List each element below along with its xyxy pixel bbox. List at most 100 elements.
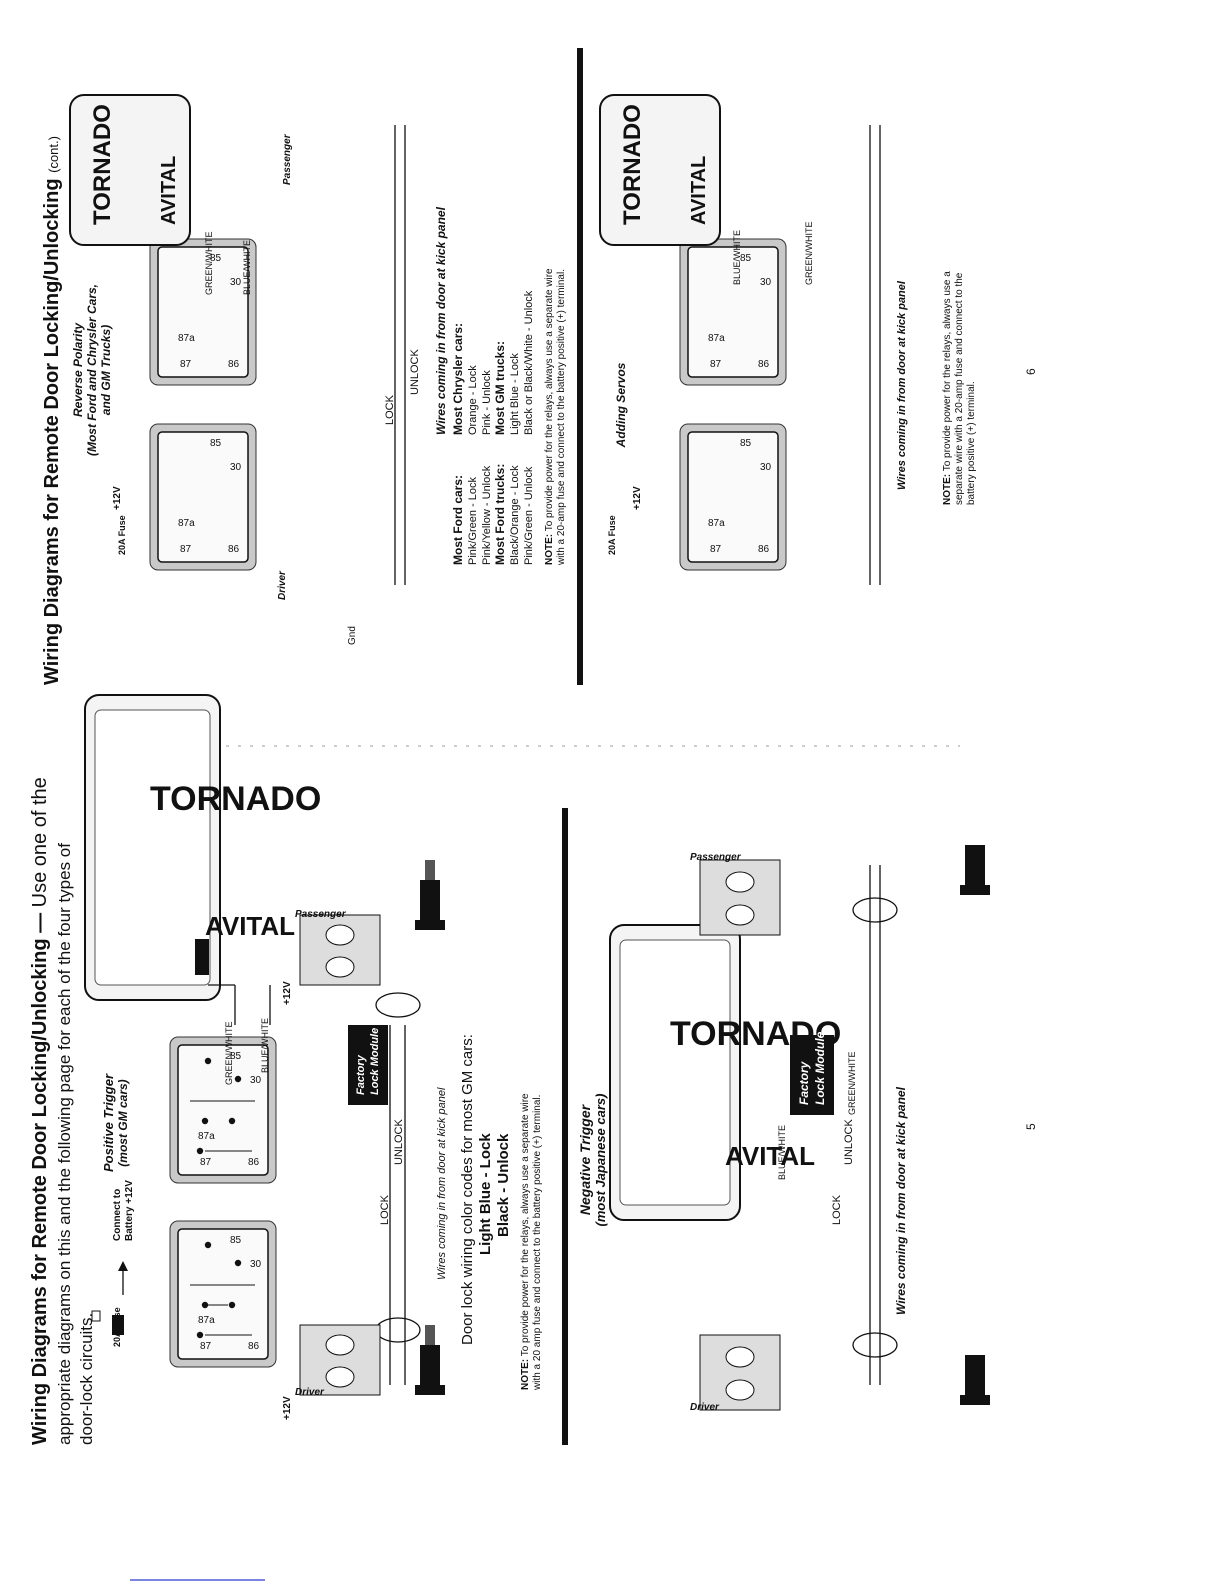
servos-module-maker: AVITAL [688, 156, 710, 225]
servos-note-line-2: separate wire with a 20-amp fuse and con… [954, 272, 965, 505]
right-page-title: Wiring Diagrams for Remote Door Locking/… [41, 178, 63, 685]
module-maker-2: AVITAL [725, 1141, 815, 1171]
positive-trigger-diagram: Positive Trigger (most GM cars) 20A Fuse… [84, 694, 543, 1420]
rp-relay-1-pin-30: 30 [230, 462, 242, 473]
left-intro-line-2: appropriate diagrams on this and the fol… [55, 843, 74, 1445]
driver-label-2: Driver [690, 1402, 720, 1413]
tornado-module: AVITAL TORNADO [84, 694, 321, 1001]
rp-plus12: +12V [112, 486, 123, 510]
wire-blue-white-label: BLUE/WHITE [260, 1018, 270, 1073]
servos-module-product: TORNADO [619, 104, 646, 225]
left-intro-line-1: Use one of the [29, 777, 51, 907]
relay-1-pin-85: 85 [230, 1235, 242, 1246]
rp-code1-3: Most Ford trucks: [493, 464, 507, 565]
wire-green-white-label: GREEN/WHITE [224, 1021, 234, 1085]
rp-code2-5: Black or Black/White - Unlock [523, 290, 535, 435]
factory-lock-module: Factory Lock Module [348, 1025, 388, 1105]
wires-note-2: Wires coming in from door at kick panel [894, 1086, 908, 1315]
rp-relay-2-pin-30: 30 [230, 277, 242, 288]
rp-module-product: TORNADO [89, 104, 116, 225]
rp-relay-1-pin-87: 87 [180, 544, 192, 555]
rp-note-label: NOTE: [544, 534, 555, 565]
relay-1: 87 87a 86 85 30 [169, 1220, 277, 1368]
servos-relay-1-pin-85: 85 [740, 438, 752, 449]
servos-relay-1-pin-87a: 87a [708, 518, 725, 529]
rp-relay-2: 87 87a 86 85 30 [149, 238, 257, 386]
rp-relay-1-pin-87a: 87a [178, 518, 195, 529]
rp-code1-4: Black/Orange - Lock [509, 465, 521, 565]
rp-wire-green: GREEN/WHITE [204, 231, 214, 295]
rp-code1-5: Pink/Green - Unlock [523, 466, 535, 565]
tornado-module-2: AVITAL TORNADO [609, 924, 841, 1221]
rp-code2-3: Most GM trucks: [493, 341, 507, 435]
negative-trigger-diagram: Negative Trigger (most Japanese cars) AV… [577, 845, 1038, 1413]
relay-1-pin-30: 30 [250, 1259, 262, 1270]
arrow-icon [118, 1261, 128, 1271]
connect-to-label: Connect to [112, 1189, 123, 1241]
servos-relay-2-pin-87a: 87a [708, 333, 725, 344]
rp-relay-2-pin-86: 86 [228, 359, 240, 370]
rp-relay-2-pin-87a: 87a [178, 333, 195, 344]
servos-relay-1: 87 87a 86 85 30 [679, 423, 787, 571]
right-page: Wiring Diagrams for Remote Door Locking/… [41, 94, 1038, 685]
rp-relay-2-pin-85: 85 [210, 253, 222, 264]
rp-relay-1: 87 87a 86 85 30 [149, 423, 257, 571]
positive-trigger-subheading: (most GM cars) [116, 1079, 130, 1166]
rp-lock: LOCK [384, 394, 396, 425]
servos-relay-2-pin-86: 86 [758, 359, 770, 370]
lock-label-2: LOCK [831, 1194, 843, 1225]
rp-relay-2-pin-87: 87 [180, 359, 192, 370]
fuse-body-icon [112, 1315, 124, 1335]
driver-actuator-2 [960, 1355, 990, 1405]
rp-note-line-1: To provide power for the relays, always … [544, 268, 555, 531]
battery-label: Battery +12V [124, 1180, 135, 1241]
top-note-label: NOTE: [520, 1359, 531, 1390]
passenger-label: Passenger [295, 909, 347, 920]
factory-label-2: Factory [797, 1060, 811, 1105]
relay-1-pin-86: 86 [248, 1341, 260, 1352]
lock-module-label-2: Lock Module [813, 1031, 827, 1105]
driver-actuator [415, 1325, 445, 1395]
svg-text:NOTE: To provide powe: NOTE: To provide power for the relays, a… [942, 271, 953, 505]
rp-driver: Driver [277, 570, 288, 600]
servos-wire-green: GREEN/WHITE [804, 221, 814, 285]
servos-heading: Adding Servos [614, 362, 628, 448]
relay-2-pin-87a: 87a [198, 1131, 215, 1142]
lock-label: LOCK [379, 1194, 391, 1225]
negative-trigger-subheading: (most Japanese cars) [593, 1094, 608, 1227]
relay-2-pin-87: 87 [200, 1157, 212, 1168]
servos-fuse-label: 20A Fuse [607, 515, 617, 555]
wires-note: Wires coming in from door at kick panel [436, 1087, 448, 1280]
gm-codes-title: Door lock wiring color codes for most GM… [459, 1034, 476, 1345]
rp-code2-0: Most Chrysler cars: [451, 323, 465, 435]
fuse-label: 20A Fuse [112, 1307, 122, 1347]
passenger-actuator-2 [960, 845, 990, 895]
svg-text:Wiring Diagrams for Remote Doo: Wiring Diagrams for Remote Door Locking/… [41, 136, 63, 685]
rp-module-maker: AVITAL [158, 156, 180, 225]
wire-blue-white-label-2: BLUE/WHITE [777, 1125, 787, 1180]
driver-switch: Driver [295, 1324, 381, 1398]
rp-passenger: Passenger [282, 133, 293, 185]
rp-relay-1-pin-86: 86 [228, 544, 240, 555]
reverse-polarity-sub1: (Most Ford and Chrysler Cars, [85, 284, 99, 456]
driver-label: Driver [295, 1387, 325, 1398]
rp-code1-2: Pink/Yellow - Unlock [481, 465, 493, 565]
servos-relay-2: 87 87a 86 85 30 [679, 238, 787, 386]
servos-relay-2-pin-87: 87 [710, 359, 722, 370]
servos-relay-2-pin-30: 30 [760, 277, 772, 288]
passenger-switch-2: Passenger [690, 852, 781, 936]
right-page-number: 6 [1024, 368, 1038, 375]
relay-2-pin-85: 85 [230, 1051, 242, 1062]
servos-wire-blue: BLUE/WHITE [732, 230, 742, 285]
unlock-label-2: UNLOCK [843, 1118, 855, 1165]
right-page-title-suffix: (cont.) [46, 136, 61, 173]
rp-unlock: UNLOCK [409, 348, 421, 395]
left-intro-line-3: door-lock circuits. [77, 1313, 96, 1445]
right-page-divider [577, 48, 583, 685]
positive-trigger-heading: Positive Trigger [101, 1073, 116, 1172]
passenger-actuator [415, 860, 445, 930]
gm-code-lock: Light Blue - Lock [477, 1133, 494, 1255]
servos-wires-note: Wires coming in from door at kick panel [896, 280, 908, 490]
